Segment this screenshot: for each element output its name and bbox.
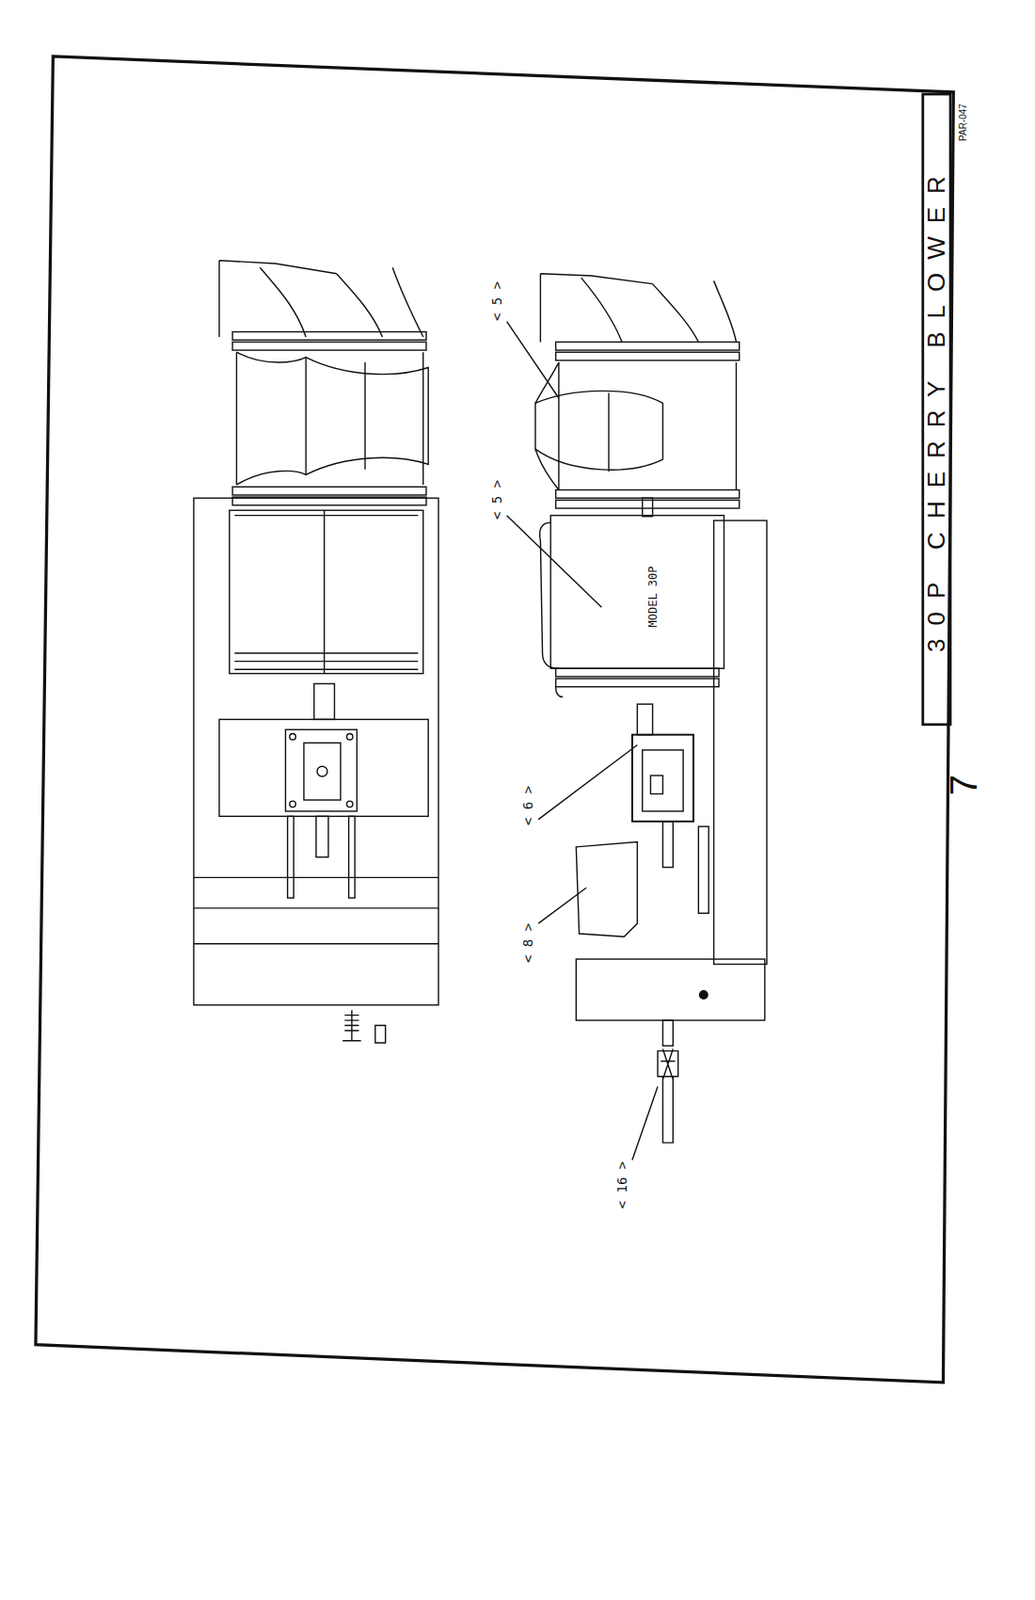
drawing-title: 30P CHERRY BLOWER <box>923 163 949 653</box>
callout-number: < 16 > <box>615 1161 629 1210</box>
callout-number: < 5 > <box>490 479 504 520</box>
callout-number: < 5 > <box>490 281 504 321</box>
drawing-number: PAR-047 <box>958 103 969 142</box>
callout-number: < 6 > <box>521 785 535 826</box>
callout-number: < 8 > <box>521 923 535 963</box>
model-plate-text: MODEL 30P <box>647 565 659 627</box>
page-number: 7 <box>944 774 983 796</box>
